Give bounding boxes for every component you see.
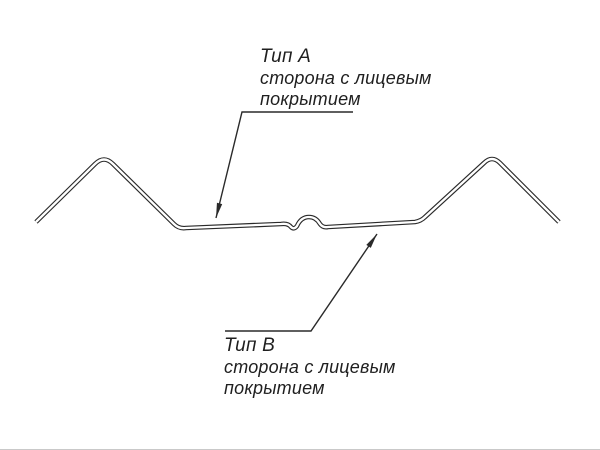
callout-type-a-desc-line1: сторона с лицевым <box>260 68 432 88</box>
callout-type-b-desc-line1: сторона с лицевым <box>224 357 396 377</box>
profile-sheet-inner-gap <box>35 157 560 230</box>
callout-type-a-title: Тип А <box>260 46 311 67</box>
callout-type-b-desc-line2: покрытием <box>224 378 325 398</box>
callout-type-a-desc-line2: покрытием <box>260 89 361 109</box>
profile-outline <box>34 156 561 231</box>
callout-type-a: Тип А сторона с лицевым покрытием <box>260 46 432 110</box>
leader-line-type-b <box>225 233 378 332</box>
callout-type-b-title: Тип В <box>224 335 275 356</box>
profile-sheet-outer-line <box>34 156 561 231</box>
callout-type-b: Тип В сторона с лицевым покрытием <box>224 335 396 399</box>
leader-line-type-a <box>215 111 353 219</box>
